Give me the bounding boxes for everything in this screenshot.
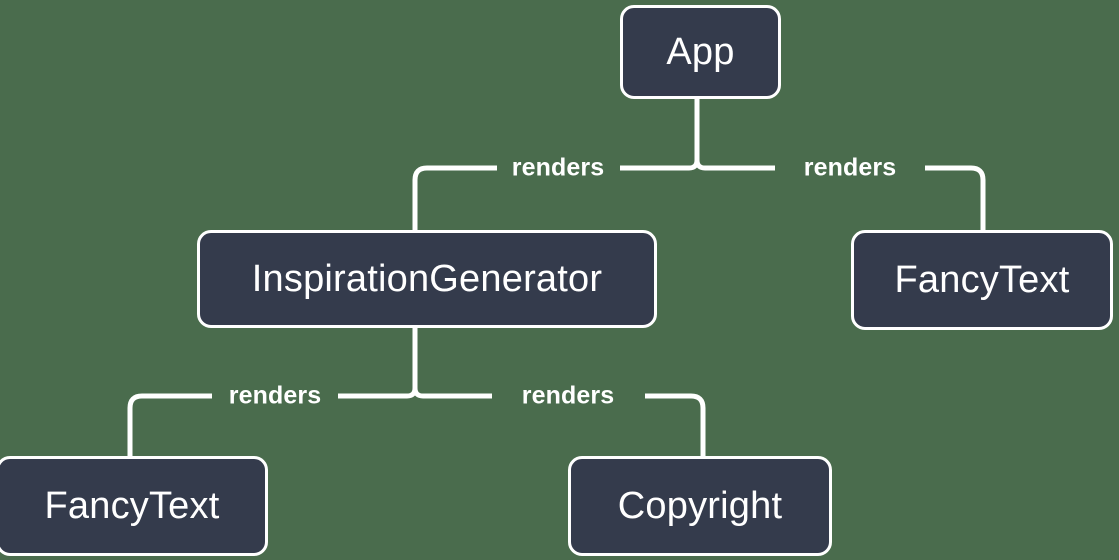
edge-app-split-right — [694, 159, 775, 171]
edge-inspiration-split-right — [412, 387, 492, 399]
edge-inspiration-split-left — [338, 387, 418, 399]
edge-inspiration-to-fancytext — [127, 393, 212, 457]
edge-label-app-to-fancytext: renders — [803, 153, 897, 182]
node-fancytext-bottom[interactable]: FancyText — [0, 456, 268, 556]
node-inspiration-generator-label: InspirationGenerator — [251, 257, 603, 300]
node-inspiration-generator[interactable]: InspirationGenerator — [197, 230, 657, 328]
node-app-label: App — [666, 30, 735, 73]
node-copyright[interactable]: Copyright — [568, 456, 832, 556]
edge-label-app-to-inspiration: renders — [511, 153, 605, 182]
edge-label-inspiration-to-fancytext: renders — [228, 381, 322, 410]
edge-inspiration-to-copyright — [645, 393, 706, 457]
node-copyright-label: Copyright — [617, 484, 783, 527]
node-fancytext-right[interactable]: FancyText — [851, 230, 1113, 330]
edge-app-to-fancytext — [925, 165, 986, 230]
node-fancytext-right-label: FancyText — [894, 258, 1070, 301]
edge-app-to-inspiration — [412, 165, 497, 230]
node-app[interactable]: App — [620, 5, 781, 99]
node-fancytext-bottom-label: FancyText — [44, 484, 220, 527]
edge-label-inspiration-to-copyright: renders — [521, 381, 615, 410]
edge-app-split-left — [620, 159, 700, 171]
